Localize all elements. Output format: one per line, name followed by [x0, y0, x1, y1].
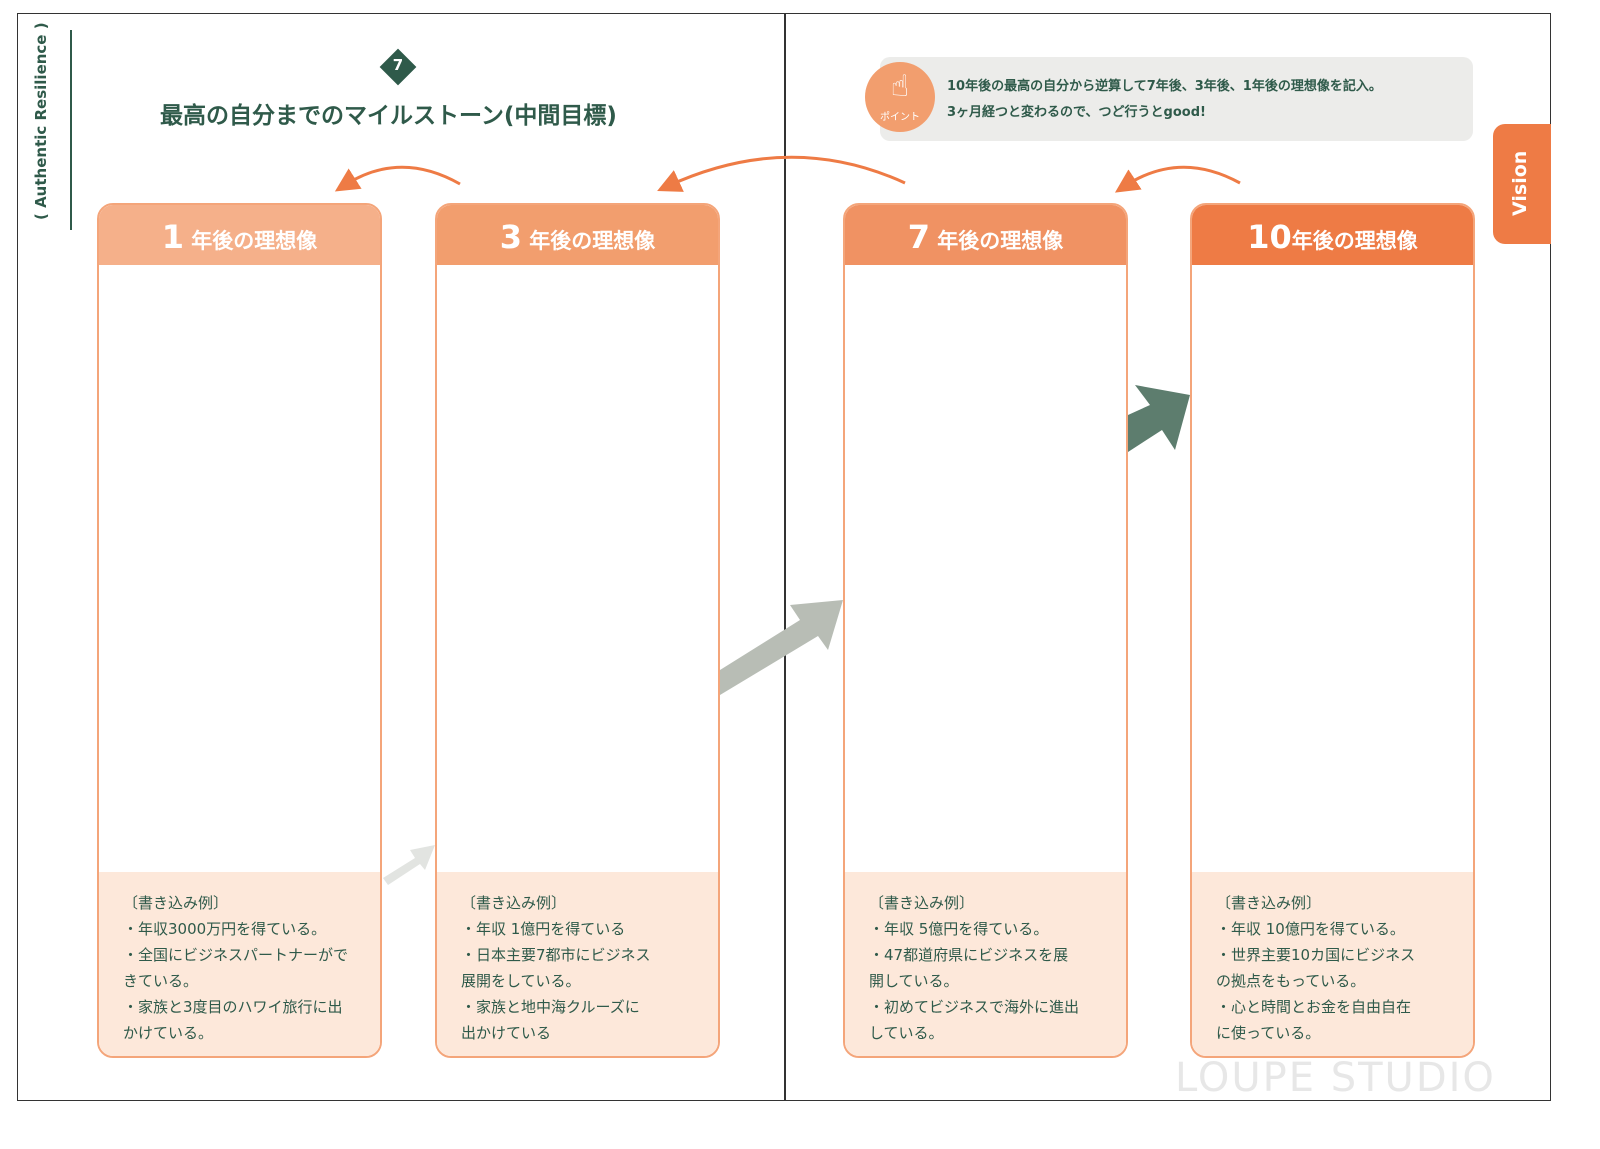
- card-header: 7 年後の理想像: [845, 205, 1126, 265]
- example-area: [845, 872, 1126, 1056]
- card-1-year: 1 年後の理想像 〔書き込み例〕 ・年収3000万円を得ている。・全国にビジネス…: [97, 203, 382, 1058]
- card-3-year: 3 年後の理想像 〔書き込み例〕 ・年収 1億円を得ている・日本主要7都市にビジ…: [435, 203, 720, 1058]
- tip-text: 10年後の最高の自分から逆算して7年後、3年後、1年後の理想像を記入。 3ヶ月経…: [947, 79, 1382, 120]
- watermark: LOUPE STUDIO: [1175, 1055, 1496, 1101]
- side-label: ( Authentic Resilience ): [30, 22, 72, 230]
- vision-tab: Vision: [1493, 124, 1551, 244]
- card-header: 3 年後の理想像: [437, 205, 718, 265]
- arrow-7-to-10: [1128, 385, 1190, 452]
- section-number: 7: [392, 56, 404, 74]
- arrow-3-to-1: [334, 165, 461, 192]
- card-header: 10年後の理想像: [1192, 205, 1473, 265]
- example-area: [99, 872, 380, 1056]
- arrow-7-to-3: [657, 155, 906, 192]
- arrow-1-to-3: [383, 845, 435, 885]
- arrow-3-to-7: [720, 600, 843, 695]
- example-area: [437, 872, 718, 1056]
- arrow-10-to-7: [1114, 165, 1241, 193]
- example-text: 〔書き込み例〕 ・年収 1億円を得ている・日本主要7都市にビジネス展開をしている…: [461, 894, 651, 1042]
- page-spine: [784, 13, 786, 1101]
- example-text: 〔書き込み例〕 ・年収 5億円を得ている。・47都道府県にビジネスを展開している…: [869, 894, 1080, 1042]
- card-header: 1 年後の理想像: [99, 205, 380, 265]
- example-text: 〔書き込み例〕 ・年収3000万円を得ている。・全国にビジネスパートナーができて…: [123, 894, 349, 1042]
- card-10-year: 10年後の理想像 〔書き込み例〕 ・年収 10億円を得ている。・世界主要10カ国…: [1190, 203, 1475, 1058]
- tip-box: [880, 57, 1473, 141]
- page-title: 最高の自分までのマイルストーン(中間目標): [160, 103, 617, 129]
- card-7-year: 7 年後の理想像 〔書き込み例〕 ・年収 5億円を得ている。・47都道府県にビジ…: [843, 203, 1128, 1058]
- example-area: [1192, 872, 1473, 1056]
- example-text: 〔書き込み例〕 ・年収 10億円を得ている。・世界主要10カ国にビジネスの拠点を…: [1216, 894, 1416, 1042]
- pointing-hand-icon: ☝ポイント: [865, 62, 935, 132]
